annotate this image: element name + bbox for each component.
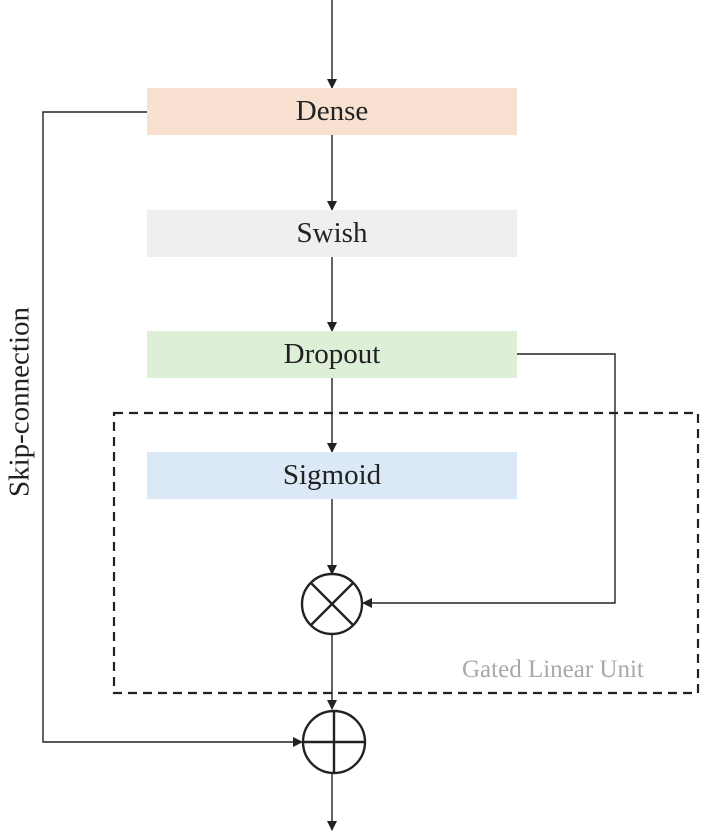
swish-block: Swish xyxy=(147,210,517,257)
dropout-label: Dropout xyxy=(283,338,381,370)
multiply-operator-icon xyxy=(300,572,364,636)
gated-linear-unit-box xyxy=(112,411,700,695)
skip-connection-arrow xyxy=(42,111,303,747)
sigmoid-block: Sigmoid xyxy=(147,452,517,499)
skip-connection-label: Skip-connection xyxy=(3,306,36,498)
dense-label: Dense xyxy=(295,95,369,127)
gated-linear-unit-label: Gated Linear Unit xyxy=(462,656,644,683)
add-operator-icon xyxy=(301,709,367,775)
dense-block: Dense xyxy=(147,88,517,135)
dropout-block: Dropout xyxy=(147,331,517,378)
sigmoid-label: Sigmoid xyxy=(282,459,382,491)
dropout-branch-arrow xyxy=(362,353,616,608)
swish-label: Swish xyxy=(296,217,368,249)
